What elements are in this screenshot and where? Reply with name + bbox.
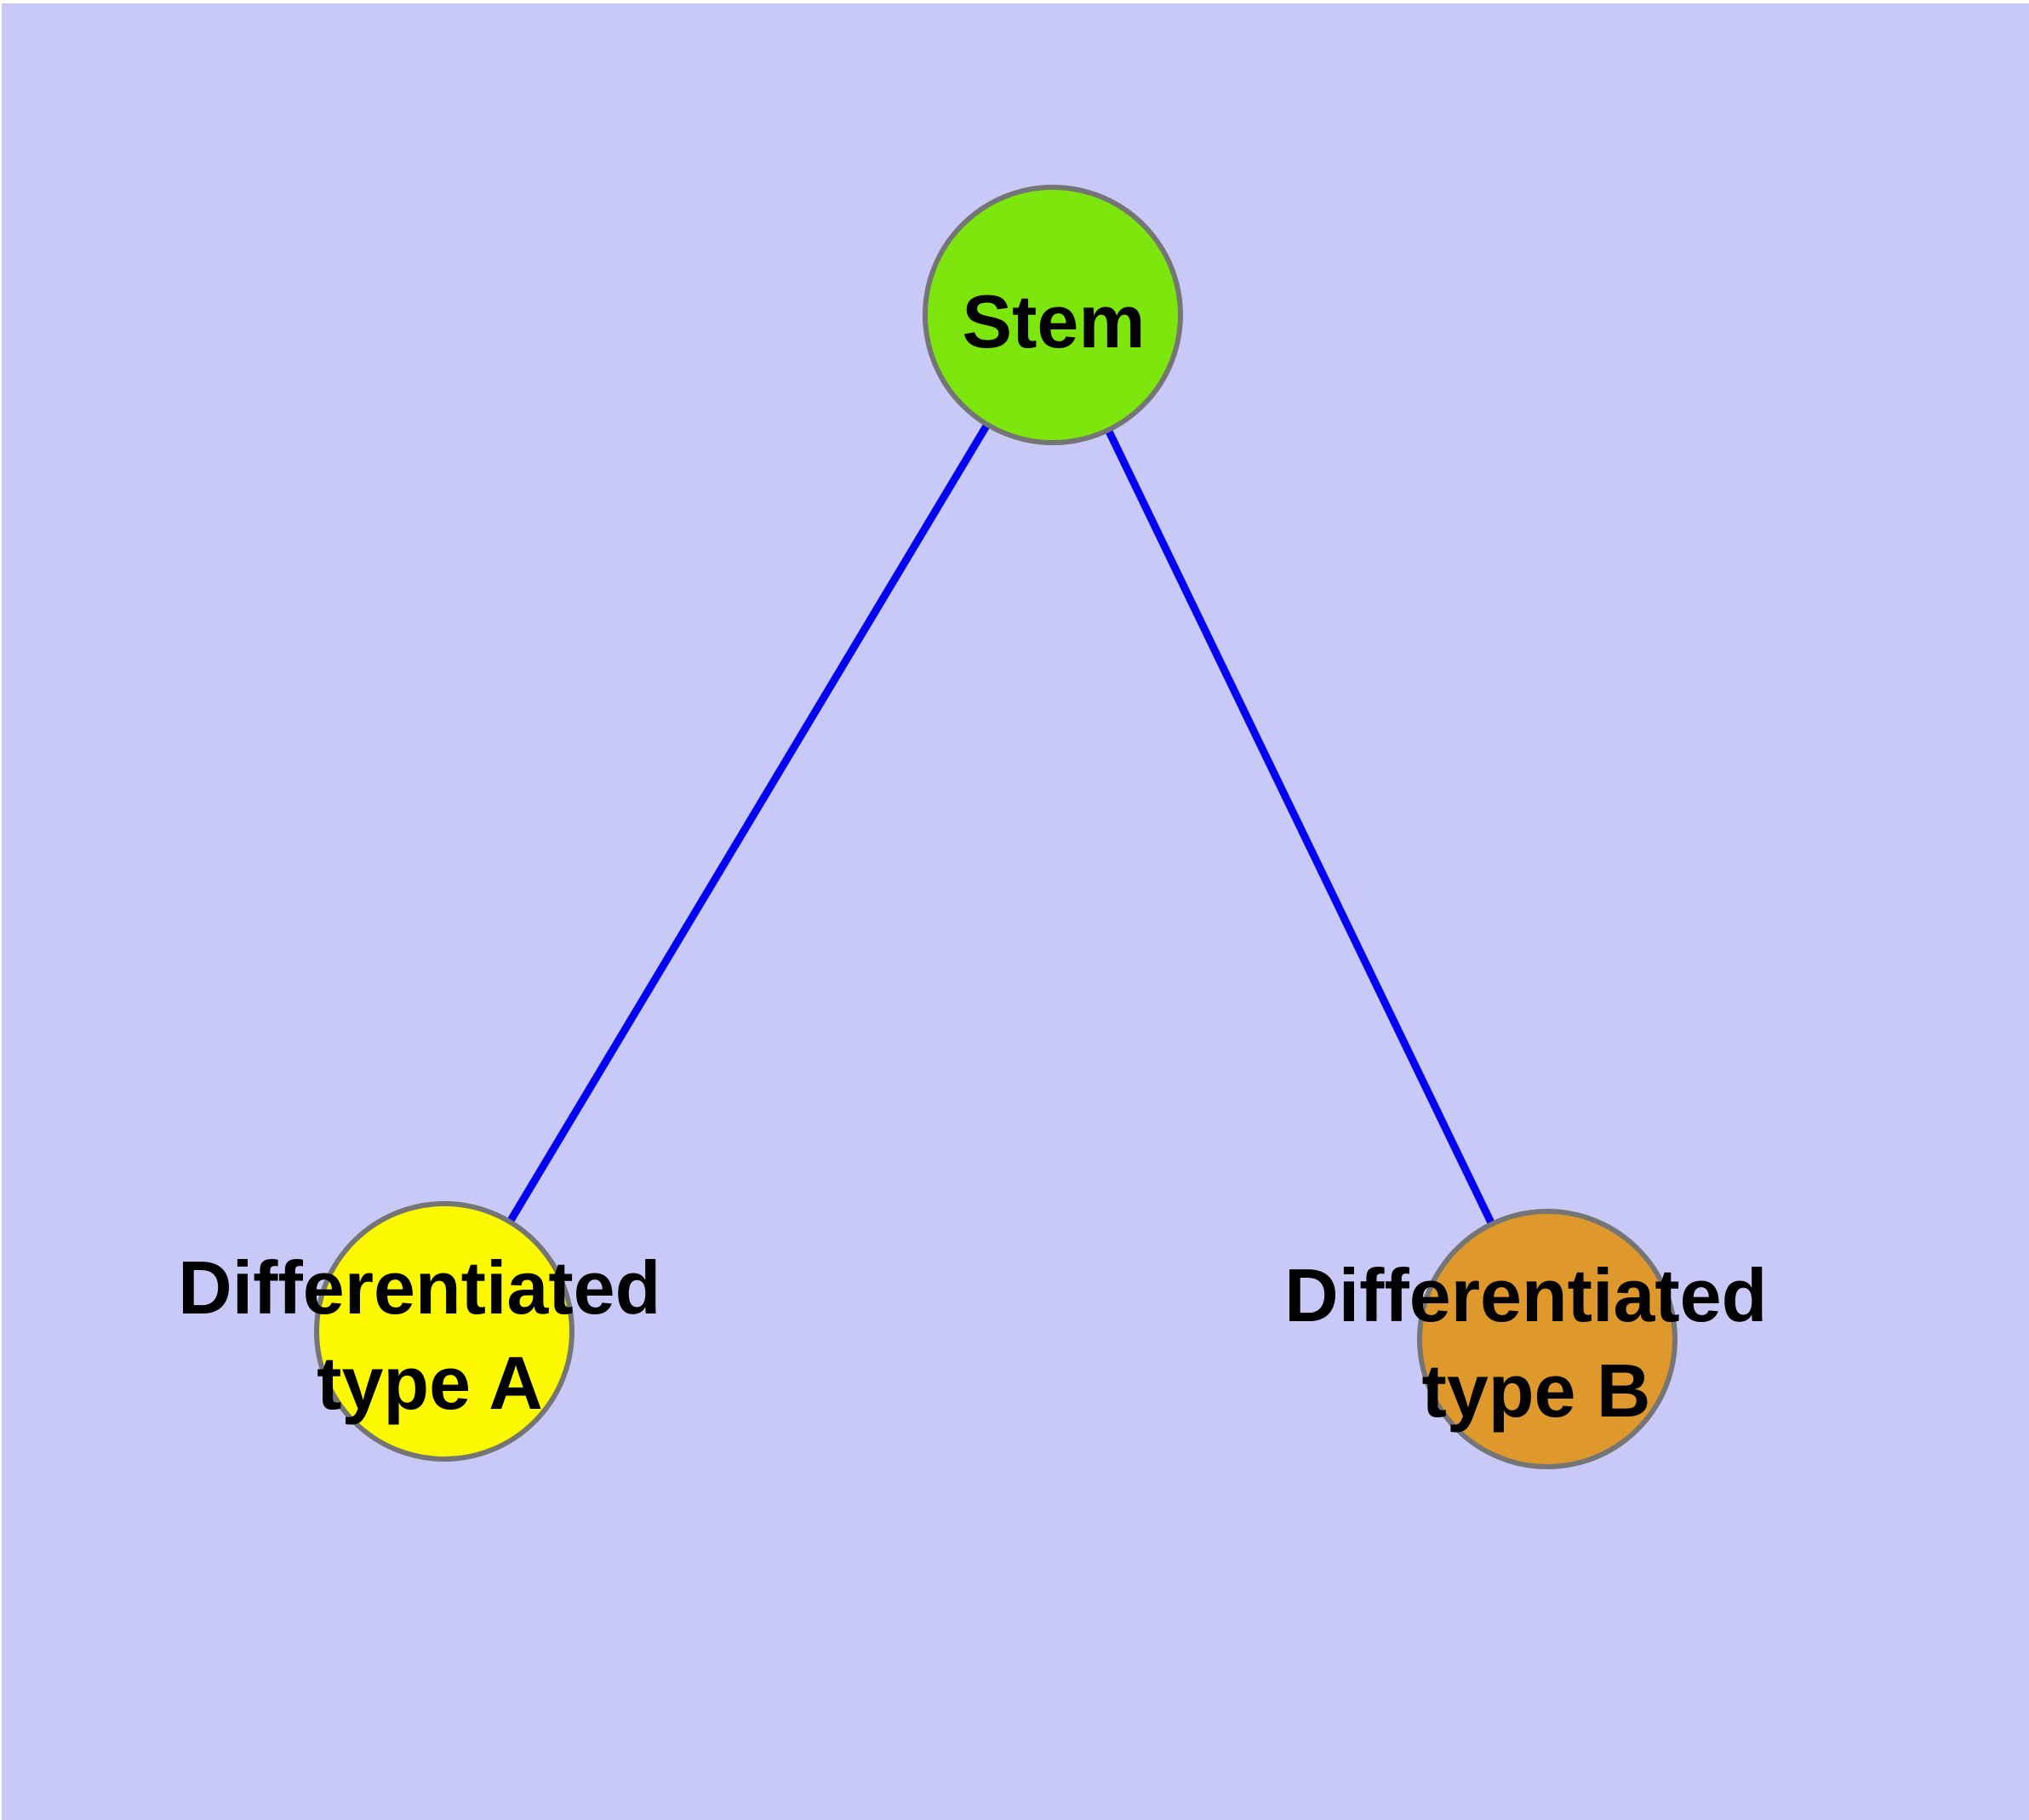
edge-stem-to-type-b (1049, 313, 1552, 1341)
node-differentiated-type-b: Differentiated type B (1284, 1209, 1788, 1469)
node-type-a-label-line2: type A (317, 1341, 543, 1425)
node-type-b-circle (1417, 1209, 1677, 1469)
node-type-b-label: Differentiated type B (1284, 1253, 1788, 1433)
node-type-a-circle (314, 1201, 574, 1462)
node-differentiated-type-a: Differentiated type A (178, 1201, 682, 1462)
node-stem: Stem (923, 185, 1183, 445)
node-type-a-label: Differentiated type A (178, 1245, 682, 1425)
node-type-a-label-line1: Differentiated (178, 1245, 660, 1330)
edge-stem-to-type-a (441, 312, 1056, 1334)
node-type-b-label-line1: Differentiated (1284, 1253, 1767, 1337)
node-type-b-label-line2: type B (1422, 1348, 1651, 1433)
node-stem-circle (923, 185, 1183, 445)
node-stem-label: Stem (962, 279, 1145, 363)
